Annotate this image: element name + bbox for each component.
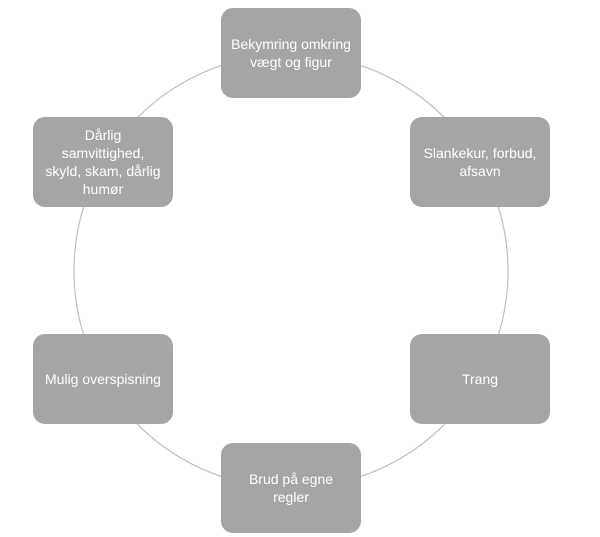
cycle-node-diet-restriction: Slankekur, forbud, afsavn (410, 117, 550, 207)
node-label: Dårlig samvittighed, skyld, skam, dårlig… (45, 127, 161, 197)
node-label: Mulig overspisning (45, 371, 161, 387)
cycle-node-guilt-shame: Dårlig samvittighed, skyld, skam, dårlig… (33, 117, 173, 207)
cycle-node-craving: Trang (410, 334, 550, 424)
node-label: Brud på egne regler (248, 471, 334, 505)
cycle-node-breaking-rules: Brud på egne regler (221, 443, 361, 533)
node-label: Bekymring omkring vægt og figur (231, 36, 351, 70)
node-label: Trang (461, 371, 499, 387)
cycle-node-worry-weight-figure: Bekymring omkring vægt og figur (221, 8, 361, 98)
node-label: Slankekur, forbud, afsavn (423, 145, 537, 179)
cycle-node-possible-overeating: Mulig overspisning (33, 334, 173, 424)
